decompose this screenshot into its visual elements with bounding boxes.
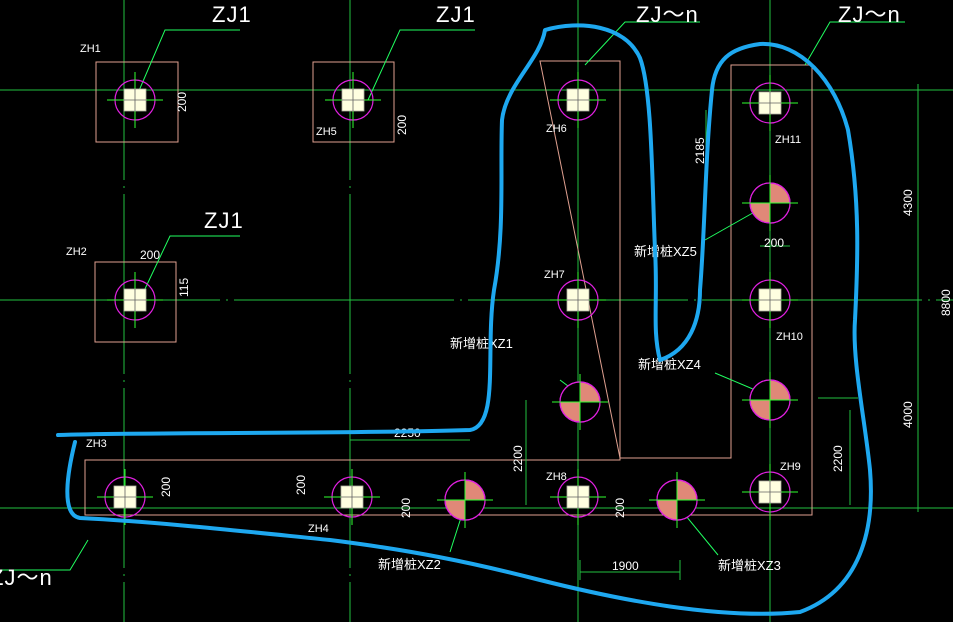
new-pile-xz4[interactable] <box>742 372 798 428</box>
dim-text-200-zh1: 200 <box>175 92 189 112</box>
pile-cap-zjn-outline[interactable] <box>84 60 813 516</box>
leader-zj1-a <box>134 29 240 101</box>
pile-label-zh8: ZH8 <box>546 471 567 483</box>
dim-text-4300: 4300 <box>901 189 915 216</box>
dim-text-2200-right: 2200 <box>831 445 845 472</box>
dim-text-200-zh4: 200 <box>294 475 308 495</box>
cap-label-zjn-right: ZJ～n <box>838 2 901 27</box>
pile-label-zh3: ZH3 <box>86 438 107 450</box>
leader-zjn-right <box>804 21 905 66</box>
dim-text-2200-left: 2200 <box>511 445 525 472</box>
cap-label-zj1-c: ZJ1 <box>204 208 244 233</box>
existing-piles <box>97 72 798 525</box>
dim-text-2185: 2185 <box>693 137 707 164</box>
dim-text-200-zh2: 200 <box>140 248 160 262</box>
pile-zh3[interactable] <box>97 469 153 525</box>
pile-label-zh11: ZH11 <box>775 134 801 146</box>
dim-text-200-zh5: 200 <box>395 115 409 135</box>
pile-label-zh10: ZH10 <box>776 331 803 343</box>
pile-label-zh4: ZH4 <box>308 523 329 535</box>
new-pile-label-xz5: 新增桩XZ5 <box>634 244 697 259</box>
dim-text-200-zh3: 200 <box>159 477 173 497</box>
leader-zj1-c <box>134 235 240 311</box>
pile-zh2[interactable] <box>107 272 163 328</box>
pile-zh4[interactable] <box>324 469 380 525</box>
pile-cap-zh2[interactable] <box>94 261 177 343</box>
pile-label-zh2: ZH2 <box>66 246 87 258</box>
pile-label-zh6: ZH6 <box>546 123 567 135</box>
pile-zh9[interactable] <box>742 464 798 520</box>
dim-text-1900: 1900 <box>612 559 639 573</box>
leader-xz5 <box>704 209 759 241</box>
leader-xz4 <box>714 372 761 393</box>
leader-lines <box>0 21 905 571</box>
leader-zj1-b <box>367 29 475 101</box>
new-pile-label-xz2: 新增桩XZ2 <box>378 557 441 572</box>
pile-label-zh7: ZH7 <box>544 269 565 281</box>
new-pile-xz2[interactable] <box>437 472 493 528</box>
pile-zh10[interactable] <box>742 272 798 328</box>
new-pile-xz1[interactable] <box>552 374 608 430</box>
dim-text-8800: 8800 <box>939 289 953 316</box>
leader-zjn-left <box>0 539 89 571</box>
dim-text-200-xz5: 200 <box>764 236 784 250</box>
pile-zh8[interactable] <box>550 469 606 525</box>
dim-text-115-zh2: 115 <box>177 278 191 297</box>
new-pile-label-xz4: 新增桩XZ4 <box>638 357 701 372</box>
dim-text-200-xz2: 200 <box>399 498 413 518</box>
cap-label-zj1-a: ZJ1 <box>212 2 252 27</box>
dim-text-4000: 4000 <box>901 401 915 428</box>
new-piles <box>437 175 798 528</box>
pile-zh1[interactable] <box>107 72 163 128</box>
pile-label-zh5: ZH5 <box>316 126 337 138</box>
pile-label-zh1: ZH1 <box>80 43 101 55</box>
cap-label-zj1-b: ZJ1 <box>436 2 476 27</box>
dim-text-200-xz3: 200 <box>613 498 627 518</box>
pile-zh5[interactable] <box>325 72 381 128</box>
pile-zh6[interactable] <box>550 72 606 128</box>
new-pile-label-xz3: 新增桩XZ3 <box>718 558 781 573</box>
new-pile-xz5[interactable] <box>742 175 798 231</box>
pile-zh11[interactable] <box>742 75 798 131</box>
pile-cap-zh1[interactable] <box>95 61 179 143</box>
new-pile-xz3[interactable] <box>649 472 705 528</box>
cap-label-zjn-top: ZJ～n <box>636 2 699 27</box>
leader-zjn-top <box>584 21 700 66</box>
new-pile-label-xz1: 新增桩XZ1 <box>450 336 513 351</box>
pile-zh7[interactable] <box>550 272 606 328</box>
pile-label-zh9: ZH9 <box>780 461 801 473</box>
markup-highlight-outline <box>56 23 873 616</box>
cap-label-zjn-left: ZJ～n <box>0 565 53 590</box>
pile-cap-zh5[interactable] <box>312 61 395 143</box>
